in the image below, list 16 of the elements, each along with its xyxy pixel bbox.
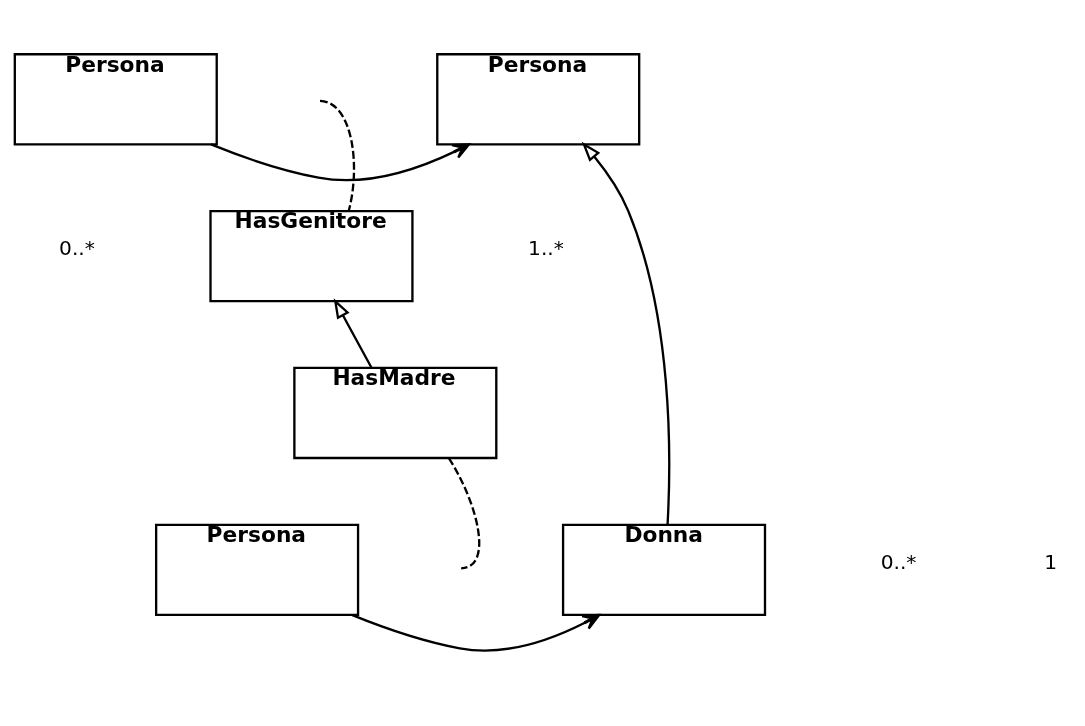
label: 0..*	[59, 236, 95, 261]
arrow	[581, 141, 671, 525]
label: 1..*	[528, 236, 564, 261]
label: 0..*	[880, 549, 917, 574]
label: 1	[1044, 549, 1058, 574]
arrow	[351, 613, 601, 652]
connector	[448, 457, 481, 570]
arrow	[333, 298, 373, 369]
node-box: Donna	[561, 523, 767, 617]
node-box: Persona	[155, 523, 360, 617]
node-box: HasGenitore	[209, 209, 414, 303]
connector	[319, 99, 356, 212]
node-box: Persona	[13, 53, 218, 146]
arrow	[210, 143, 471, 182]
node-box: Persona	[436, 53, 641, 146]
node-box: HasMadre	[293, 366, 498, 460]
